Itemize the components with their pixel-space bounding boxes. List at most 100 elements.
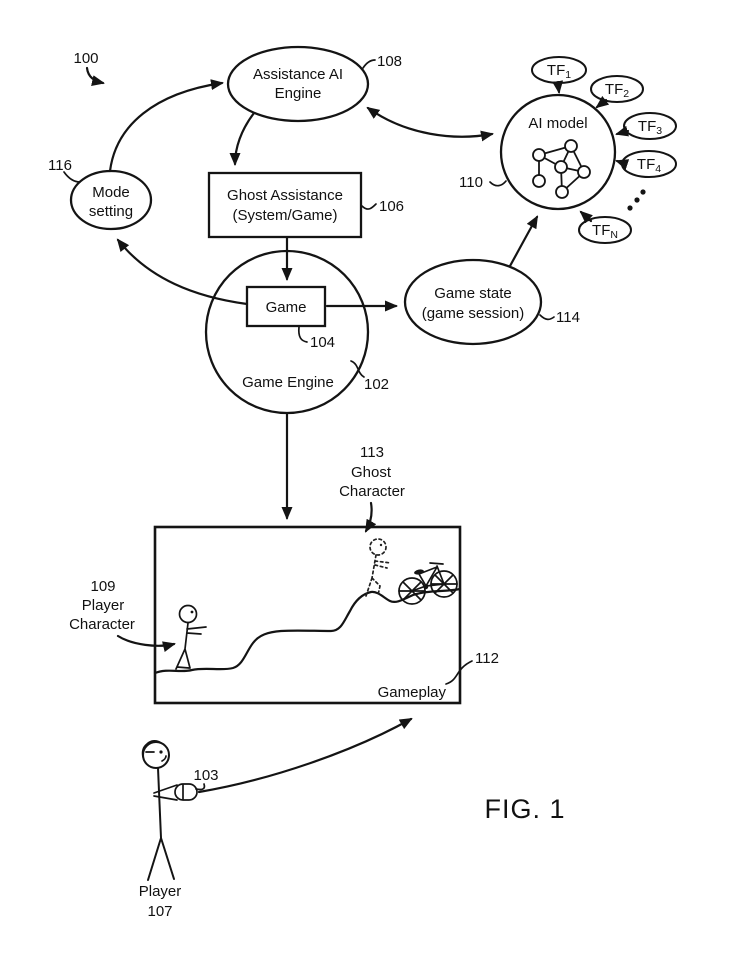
- arrow-engine-to-ghost-assistance: [229, 111, 256, 166]
- tfn-base: TF: [592, 222, 610, 239]
- ref-112-leader: [445, 660, 473, 685]
- ghost-assistance-box: [207, 171, 363, 239]
- tf3-arrow: [615, 125, 630, 137]
- connections: [108, 79, 539, 794]
- tf3-base: TF: [638, 118, 656, 135]
- ref-103: 103: [193, 767, 218, 784]
- assistance-engine-label-1: Assistance AI: [253, 66, 343, 83]
- tf-input-2: TF2: [590, 75, 644, 109]
- game-state-label-2: (game session): [422, 305, 525, 322]
- tf2-arrow: [595, 95, 610, 109]
- assistance-engine-ellipse: [226, 45, 370, 123]
- ghost-assistance-label-1: Ghost Assistance: [227, 187, 343, 204]
- ref-116-leader: [63, 171, 81, 183]
- neural-network-icon: [532, 139, 591, 199]
- ghost-character-label-1: Ghost: [351, 464, 392, 481]
- gameplay-label: Gameplay: [378, 684, 447, 701]
- game-state-ellipse: [403, 258, 543, 346]
- game-engine-circle: [204, 249, 370, 415]
- player-character-figure: [175, 604, 207, 670]
- tf1-arrow: [552, 80, 564, 94]
- ref-103-leader: [195, 783, 206, 791]
- figure-caption: FIG. 1: [484, 794, 565, 824]
- tf4-arrow: [615, 159, 630, 170]
- tf-inputs: TF1 TF2 TF3 TF4 TFN: [531, 56, 677, 244]
- ref-104: 104: [310, 334, 335, 351]
- ref-114: 114: [556, 309, 580, 326]
- tf2-sub: 2: [623, 88, 629, 100]
- tf-input-3: TF3: [615, 112, 677, 140]
- arrow-engine-ai-model-bidirectional: [366, 106, 494, 142]
- ref-107: 107: [147, 903, 172, 920]
- tf-ellipsis-dots: [627, 189, 646, 211]
- game-label: Game: [266, 299, 307, 316]
- arrow-game-to-mode-setting: [116, 238, 249, 306]
- ref-114-leader: [539, 314, 555, 321]
- mode-setting-ellipse: [69, 169, 153, 231]
- ref-102: 102: [364, 376, 389, 393]
- arrow-game-state-to-ai-model: [508, 215, 539, 268]
- ref-109: 109: [90, 578, 115, 595]
- svg-text:TF2: TF2: [605, 81, 629, 100]
- player-label: Player: [139, 883, 182, 900]
- svg-text:TFN: TFN: [592, 222, 618, 241]
- tfn-arrow: [579, 210, 593, 224]
- ghost-character-label-2: Character: [339, 483, 405, 500]
- ghost-character-pointer-arrow: [364, 501, 377, 533]
- tf-input-n: TFN: [578, 210, 632, 244]
- tf1-base: TF: [547, 62, 565, 79]
- ref-108: 108: [377, 53, 402, 70]
- node-ai-model: AI model 110: [459, 93, 617, 211]
- node-mode-setting: Mode setting 116: [48, 157, 153, 231]
- ref-108-leader: [362, 59, 376, 69]
- ref-116: 116: [48, 157, 72, 174]
- ai-model-circle: [499, 93, 617, 211]
- player-character-label-1: Player: [82, 597, 125, 614]
- node-ghost-assistance: Ghost Assistance (System/Game) 106: [207, 171, 404, 239]
- gameplay-box: [153, 525, 462, 705]
- ref-110-leader: [489, 180, 507, 187]
- ghost-assistance-label-2: (System/Game): [232, 207, 337, 224]
- node-game-state: Game state (game session) 114: [403, 258, 580, 346]
- player-figure: 103 Player 107: [139, 740, 219, 920]
- tf1-sub: 1: [565, 69, 571, 81]
- svg-text:TF3: TF3: [638, 118, 662, 137]
- ref-106-leader: [361, 203, 377, 210]
- controller-icon: [174, 783, 198, 801]
- player-character-pointer-arrow: [116, 634, 176, 652]
- ref-112: 112: [475, 650, 499, 667]
- annotation-ghost-character: 113 Ghost Character: [339, 444, 405, 533]
- tf2-base: TF: [605, 81, 623, 98]
- mode-setting-label-1: Mode: [92, 184, 130, 201]
- mode-setting-label-2: setting: [89, 203, 133, 220]
- player-hair: [141, 740, 162, 758]
- arrow-mode-to-engine: [108, 79, 224, 173]
- tf4-base: TF: [637, 156, 655, 173]
- ref-110: 110: [459, 174, 483, 191]
- game-state-label-1: Game state: [434, 285, 512, 302]
- assistance-engine-label-2: Engine: [275, 85, 322, 102]
- tf-input-1: TF1: [531, 56, 587, 94]
- annotation-player-character: 109 Player Character: [69, 578, 176, 652]
- ghost-character-figure: [365, 538, 392, 597]
- figure-ref-arrow: [85, 66, 105, 86]
- bicycle-icon: [398, 562, 458, 605]
- tf-input-4: TF4: [615, 150, 677, 178]
- arrow-player-to-gameplay: [197, 717, 413, 794]
- player-character-label-2: Character: [69, 616, 135, 633]
- ref-113: 113: [360, 444, 384, 461]
- game-box: [245, 285, 327, 328]
- tf3-sub: 3: [656, 125, 662, 137]
- node-assistance-ai-engine: Assistance AI Engine 108: [226, 45, 402, 123]
- terrain-line: [153, 587, 462, 675]
- ref-106: 106: [379, 198, 404, 215]
- ref-104-leader: [297, 326, 308, 343]
- svg-text:TF1: TF1: [547, 62, 571, 81]
- tfn-sub: N: [610, 229, 618, 241]
- ai-model-label: AI model: [528, 115, 587, 132]
- svg-text:TF4: TF4: [637, 156, 661, 175]
- figure-ref-label: 100: [73, 50, 98, 67]
- game-engine-label: Game Engine: [242, 374, 334, 391]
